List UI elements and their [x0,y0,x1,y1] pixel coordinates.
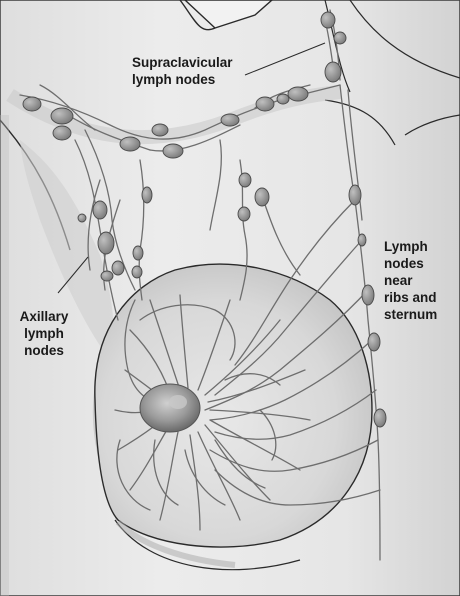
lymph-node [51,108,73,124]
lymph-node [321,12,335,28]
lymph-node [163,144,183,158]
lymph-node [288,87,308,101]
lymph-node [132,266,142,278]
lymph-node [23,97,41,111]
lymph-node [98,232,114,254]
lymph-node [93,201,107,219]
lymph-node [112,261,124,275]
lymph-node [221,114,239,126]
lymph-node [277,94,289,104]
lymph-node [256,97,274,111]
lymph-node [349,185,361,205]
lymph-node [368,333,380,351]
ribs-sternum-label: Lymph nodes near ribs and sternum [384,238,454,323]
lymph-node [374,409,386,427]
lymph-node [152,124,168,136]
lymph-node [358,234,366,246]
lymph-node [133,246,143,260]
lymph-node [362,285,374,305]
lymph-node [325,62,341,82]
lymph-node [78,214,86,222]
lymph-node [120,137,140,151]
lymph-node [142,187,152,203]
lymph-node [334,32,346,44]
lymph-node [255,188,269,206]
axillary-label: Axillary lymph nodes [12,308,76,359]
lymph-node [239,173,251,187]
tumor-mass [140,384,200,432]
lymph-node [238,207,250,221]
lymph-node [101,271,113,281]
lymph-node [53,126,71,140]
supraclavicular-label: Supraclavicular lymph nodes [132,54,233,88]
